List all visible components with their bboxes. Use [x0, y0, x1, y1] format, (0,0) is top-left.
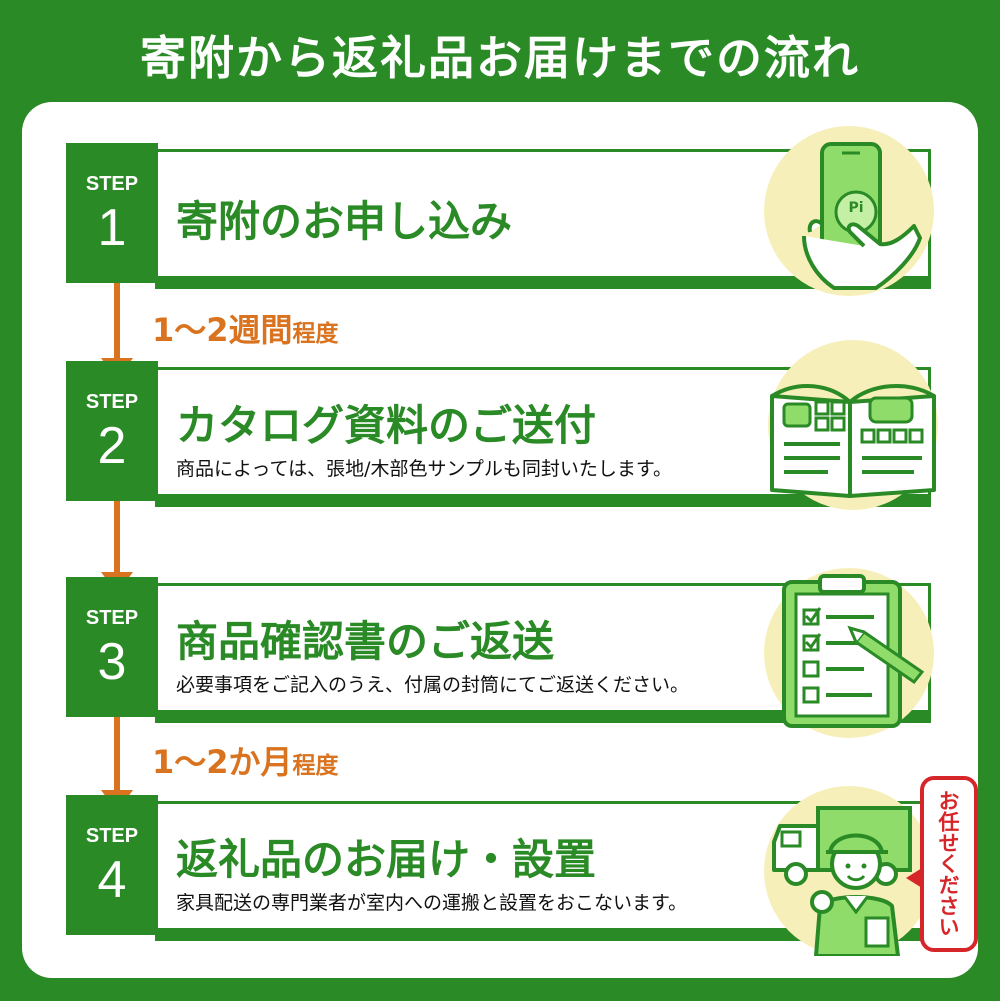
- flow-arrow-line-1: [114, 268, 120, 360]
- step-label: STEP: [85, 173, 139, 195]
- phone-screen-text: Pi: [848, 200, 864, 216]
- step-number: 1: [97, 199, 127, 257]
- duration-suffix: 程度: [292, 321, 339, 347]
- step-badge: STEP 4: [66, 795, 158, 935]
- checklist-clipboard-icon: [764, 568, 934, 738]
- step-4: STEP 4 返礼品のお届け・設置 家具配送の専門業者が室内への運搬と設置をおこ…: [66, 795, 932, 941]
- page-title: 寄附から返礼品お届けまでの流れ: [140, 31, 860, 85]
- step-label: STEP: [85, 607, 139, 629]
- step-number: 4: [97, 851, 127, 909]
- duration-step3-4: 1～2か月程度: [152, 737, 339, 783]
- duration-step1-2: 1～2週間程度: [152, 305, 339, 351]
- step-label: STEP: [85, 825, 139, 847]
- step-heading: 寄附のお申し込み: [176, 197, 513, 246]
- step-heading: 商品確認書のご返送: [176, 617, 555, 666]
- step-description: 家具配送の専門業者が室内への運搬と設置をおこないます。: [176, 892, 688, 914]
- step-badge: STEP 1: [66, 143, 158, 283]
- delivery-truck-worker-icon: [764, 786, 934, 956]
- step-badge: STEP 3: [66, 577, 158, 717]
- speech-bubble-text: お任せください: [936, 790, 960, 937]
- speech-bubble-tail: [906, 868, 922, 888]
- step-label: STEP: [85, 391, 139, 413]
- step-number: 2: [97, 417, 127, 475]
- step-heading: 返礼品のお届け・設置: [176, 835, 597, 884]
- step-number: 3: [97, 633, 127, 691]
- smartphone-tap-icon: Pi: [764, 126, 934, 296]
- duration-main: 1～2週間: [152, 311, 293, 349]
- step-badge: STEP 2: [66, 361, 158, 501]
- duration-suffix: 程度: [292, 753, 339, 779]
- step-box: 返礼品のお届け・設置 家具配送の専門業者が室内への運搬と設置をおこないます。: [155, 801, 931, 941]
- flow-arrow-line-2: [114, 486, 120, 574]
- flow-arrow-line-3: [114, 700, 120, 792]
- step-heading: カタログ資料のご送付: [176, 401, 597, 450]
- step-description: 商品によっては、張地/木部色サンプルも同封いたします。: [176, 458, 673, 480]
- step-description: 必要事項をご記入のうえ、付属の封筒にてご返送ください。: [176, 674, 690, 696]
- catalog-book-icon: [768, 340, 938, 510]
- step-2: STEP 2 カタログ資料のご送付 商品によっては、張地/木部色サンプルも同封い…: [66, 361, 932, 507]
- duration-main: 1～2か月: [152, 743, 293, 781]
- speech-bubble: お任せください: [920, 776, 978, 952]
